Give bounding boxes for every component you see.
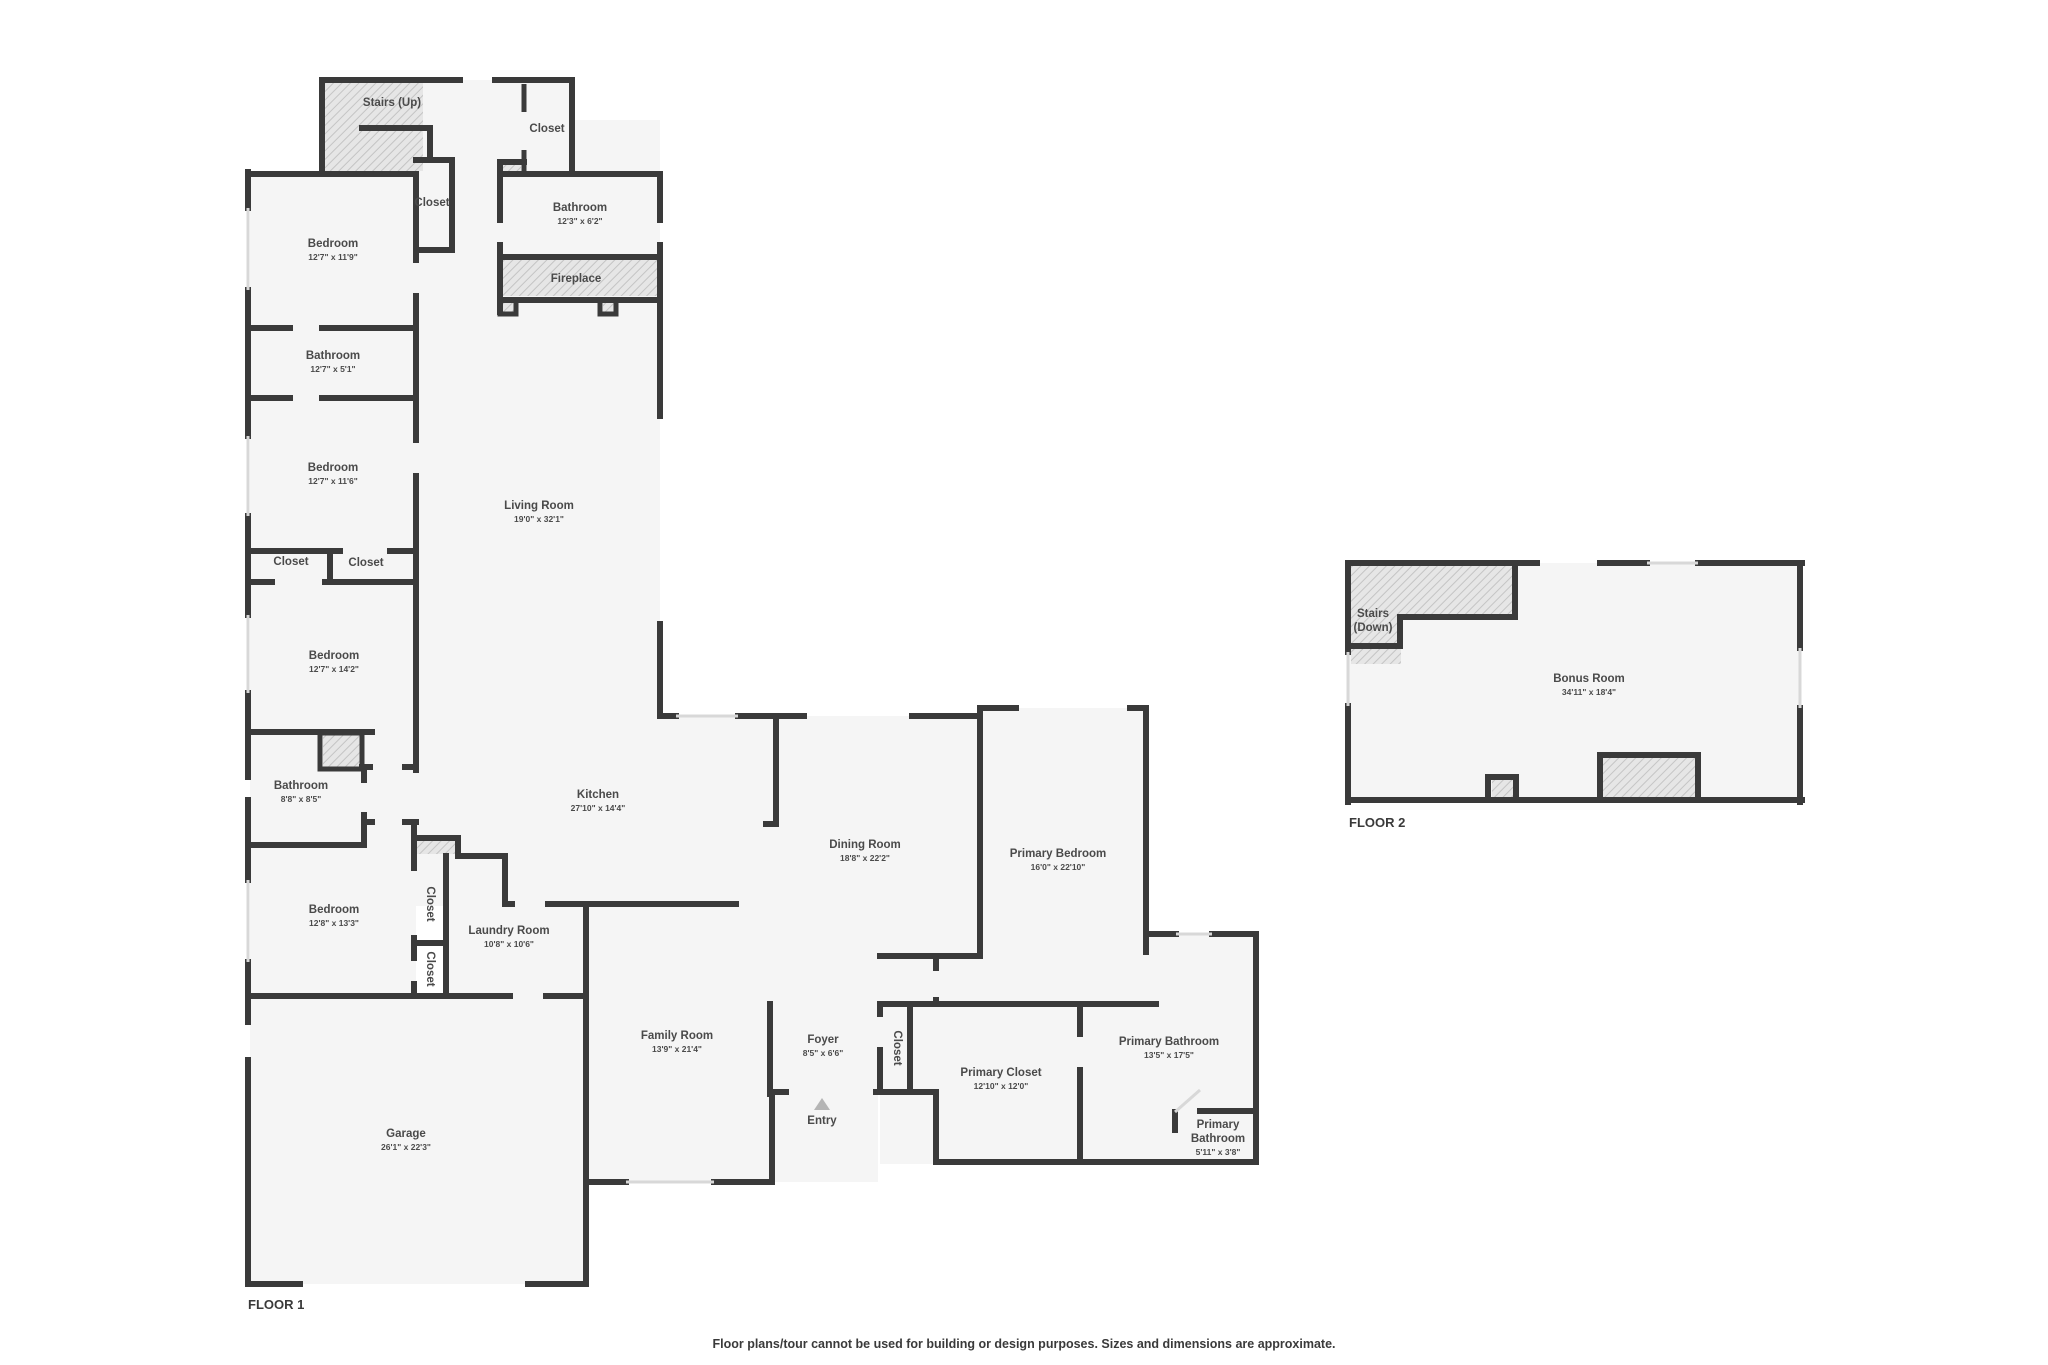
room-dimensions: 16'0" x 22'10" (1030, 861, 1086, 872)
room-bonus-room: Bonus Room 34'11" x 18'4" (1553, 673, 1625, 697)
room-living-room: Living Room 19'0" x 32'1" (504, 500, 574, 524)
room-name: Laundry Room (468, 925, 550, 938)
room-dimensions: 18'8" x 22'2" (840, 852, 890, 863)
room-name: Bedroom (307, 462, 359, 475)
room-bathroom-3: Bathroom 8'8" x 8'5" (274, 780, 328, 804)
room-primary-bathroom-small: Primary Bathroom 5'11" x 3'8" (1188, 1119, 1248, 1157)
room-stairs-up: Stairs (Up) (363, 97, 421, 111)
entry-label: Entry (807, 1115, 837, 1128)
floor2-drawing (1345, 560, 1805, 805)
room-bedroom-3: Bedroom 12'7" x 14'2" (309, 650, 359, 674)
room-name: Bathroom (273, 780, 329, 793)
room-name: Bedroom (308, 904, 360, 917)
room-dimensions: 10'8" x 10'6" (484, 938, 534, 949)
room-dimensions: 19'0" x 32'1" (514, 513, 564, 524)
room-closet-foyer: Closet (889, 1030, 903, 1065)
room-dining: Dining Room 18'8" x 22'2" (829, 839, 901, 863)
room-family-room: Family Room 13'9" x 21'4" (641, 1030, 713, 1054)
room-name: Fireplace (550, 273, 602, 286)
room-name: Primary Closet (960, 1067, 1042, 1080)
room-name: Primary Bathroom (1190, 1119, 1246, 1145)
room-closet-d: Closet (422, 951, 436, 986)
room-closet-a: Closet (273, 556, 308, 570)
room-name: Foyer (807, 1034, 839, 1047)
room-bedroom-4: Bedroom 12'8" x 13'3" (309, 904, 359, 928)
room-primary-bathroom: Primary Bathroom 13'5" x 17'5" (1119, 1036, 1219, 1060)
room-fireplace: Fireplace (551, 273, 602, 287)
room-name: Closet (890, 1030, 903, 1066)
room-name: Bedroom (307, 238, 359, 251)
room-garage: Garage 26'1" x 22'3" (381, 1128, 431, 1152)
floor1-fills (250, 80, 1256, 1284)
room-name: Family Room (640, 1030, 714, 1043)
room-name: Stairs (Up) (362, 97, 422, 110)
room-name: Primary Bedroom (1009, 848, 1107, 861)
room-closet-bedroom1: Closet (414, 197, 449, 211)
floor1-walls (245, 77, 1259, 1287)
entry-arrow-icon (814, 1098, 830, 1110)
room-bedroom-2: Bedroom 12'7" x 11'6" (308, 462, 358, 486)
room-name: Living Room (504, 500, 574, 513)
disclaimer-text: Floor plans/tour cannot be used for buil… (712, 1337, 1336, 1351)
floor1-hatched-areas (323, 83, 658, 854)
room-name: Dining Room (829, 839, 901, 852)
room-name: Kitchen (576, 789, 620, 802)
room-foyer: Foyer 8'5" x 6'6" (803, 1034, 843, 1058)
room-kitchen: Kitchen 27'10" x 14'4" (571, 789, 626, 813)
room-bathroom-top: Bathroom 12'3" x 6'2" (553, 202, 607, 226)
room-bathroom-2: Bathroom 12'7" x 5'1" (306, 350, 360, 374)
room-closet-top: Closet (529, 123, 564, 137)
room-dimensions: 12'7" x 5'1" (310, 363, 356, 374)
room-closet-c: Closet (422, 886, 436, 921)
room-dimensions: 12'7" x 11'9" (308, 251, 358, 262)
room-dimensions: 27'10" x 14'4" (570, 802, 626, 813)
floor1-windows (246, 208, 1212, 1184)
room-name: Stairs (Down) (1353, 608, 1393, 634)
room-dimensions: 13'9" x 21'4" (652, 1043, 702, 1054)
room-dimensions: 13'5" x 17'5" (1144, 1049, 1194, 1060)
room-dimensions: 12'3" x 6'2" (557, 215, 603, 226)
room-dimensions: 12'7" x 11'6" (308, 475, 358, 486)
room-dimensions: 5'11" x 3'8" (1195, 1146, 1241, 1157)
room-name: Primary Bathroom (1118, 1036, 1220, 1049)
room-dimensions: 12'8" x 13'3" (309, 917, 359, 928)
room-stairs-down: Stairs (Down) (1350, 608, 1396, 636)
room-primary-closet: Primary Closet 12'10" x 12'0" (960, 1067, 1041, 1091)
room-laundry: Laundry Room 10'8" x 10'6" (468, 925, 549, 949)
room-name: Bedroom (308, 650, 360, 663)
room-name: Bathroom (305, 350, 361, 363)
room-dimensions: 8'8" x 8'5" (280, 793, 322, 804)
room-name: Closet (423, 886, 436, 922)
room-dimensions: 12'7" x 14'2" (309, 663, 359, 674)
room-name: Garage (386, 1128, 426, 1141)
room-dimensions: 12'10" x 12'0" (973, 1080, 1029, 1091)
room-name: Closet (273, 556, 309, 569)
room-primary-bedroom: Primary Bedroom 16'0" x 22'10" (1010, 848, 1107, 872)
room-name: Bonus Room (1553, 673, 1625, 686)
room-dimensions: 8'5" x 6'6" (802, 1047, 844, 1058)
room-closet-b: Closet (348, 557, 383, 571)
room-dimensions: 34'11" x 18'4" (1561, 686, 1617, 697)
room-name: Closet (423, 951, 436, 987)
floor2-title: FLOOR 2 (1349, 815, 1406, 830)
room-name: Closet (529, 123, 565, 136)
room-name: Bathroom (552, 202, 608, 215)
room-dimensions: 26'1" x 22'3" (381, 1141, 431, 1152)
room-name: Closet (348, 557, 384, 570)
floor1-title: FLOOR 1 (248, 1297, 305, 1312)
room-bedroom-1: Bedroom 12'7" x 11'9" (308, 238, 358, 262)
room-name: Closet (414, 197, 450, 210)
